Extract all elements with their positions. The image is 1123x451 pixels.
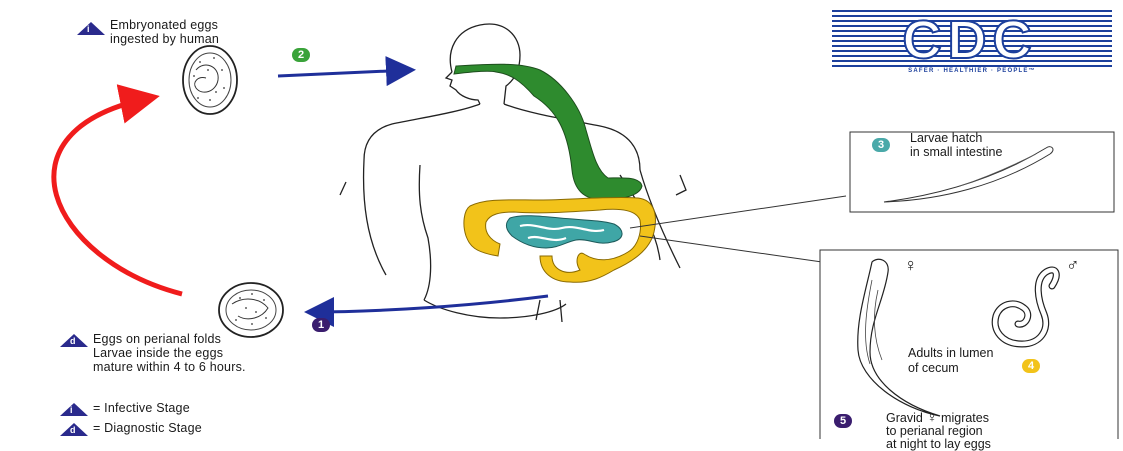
infective-marker-icon: i — [77, 22, 105, 35]
step5-line1: Gravid ♀ migrates — [886, 411, 989, 425]
egg-embryonated — [183, 46, 237, 114]
step5-line3: at night to lay eggs — [886, 437, 991, 451]
step5-badge: 5 — [834, 414, 852, 428]
legend-diagnostic-icon: d — [60, 423, 88, 436]
cdc-logo: CDC — [836, 12, 1104, 68]
step4-line1: Adults in lumen — [908, 346, 993, 360]
small-intestine — [506, 216, 622, 248]
legend-infective-icon: i — [60, 403, 88, 416]
male-symbol: ♂ — [1066, 256, 1080, 274]
step2-line2: ingested by human — [110, 32, 219, 46]
step1-line1: Eggs on perianal folds — [93, 332, 221, 346]
legend-diagnostic-text: = Diagnostic Stage — [93, 421, 202, 435]
step1-line2: Larvae inside the eggs — [93, 346, 223, 360]
digestive-tract — [454, 64, 655, 282]
step3-badge: 3 — [872, 138, 890, 152]
step3-line2: in small intestine — [910, 145, 1002, 159]
step2-badge: 2 — [292, 48, 310, 62]
diagnostic-marker-icon: d — [60, 334, 88, 347]
step5-line2: to perianal region — [886, 424, 983, 438]
arrow-autoinfection — [54, 98, 182, 294]
step1-line3: mature within 4 to 6 hours. — [93, 360, 246, 374]
cdc-tagline: SAFER · HEALTHIER · PEOPLE™ — [832, 68, 1112, 74]
female-symbol: ♀ — [904, 256, 918, 274]
legend-infective-text: = Infective Stage — [93, 401, 190, 415]
step1-badge: 1 — [312, 318, 330, 332]
arrow-ingestion — [278, 70, 410, 76]
step4-line2: of cecum — [908, 361, 959, 375]
step3-line1: Larvae hatch — [910, 131, 982, 145]
arrow-perianal — [310, 296, 548, 312]
lifecycle-diagram: CDC SAFER · HEALTHIER · PEOPLE™ i Embryo… — [0, 0, 1123, 439]
egg-perianal — [219, 283, 283, 337]
step2-line1: Embryonated eggs — [110, 18, 218, 32]
esophagus-stomach — [454, 64, 642, 200]
step4-badge: 4 — [1022, 359, 1040, 373]
